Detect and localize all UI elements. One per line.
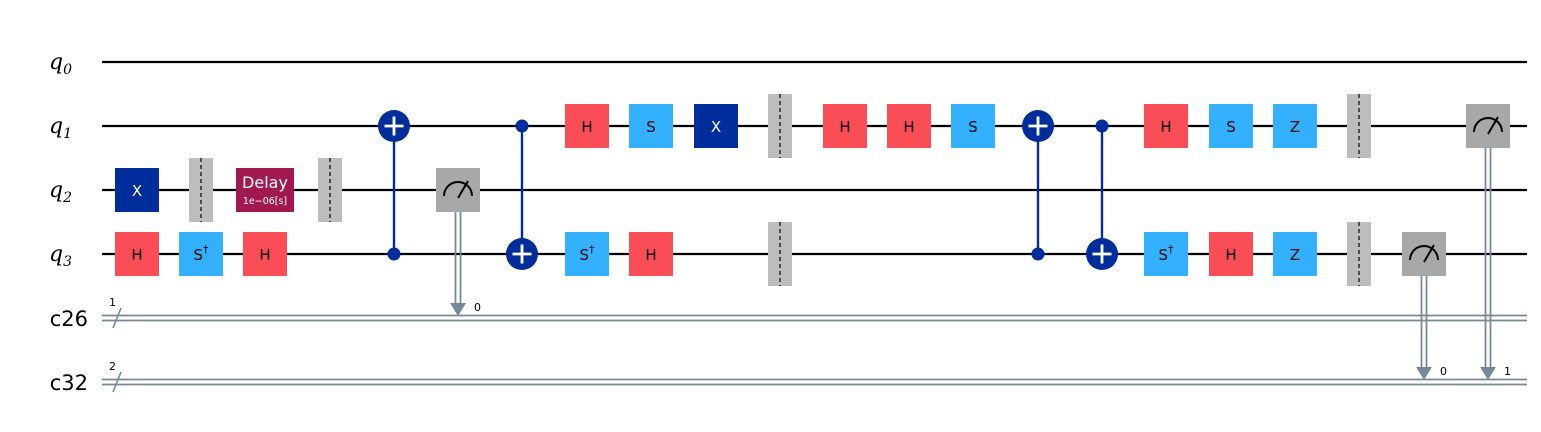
measure-bit-label: 0 xyxy=(1440,365,1447,378)
measure-arrow xyxy=(450,303,466,316)
measure-arrow xyxy=(1416,367,1432,380)
sdg-gate xyxy=(1144,232,1188,276)
measure-bit-label: 1 xyxy=(1504,365,1511,378)
meter-needle xyxy=(1423,244,1435,263)
s-gate xyxy=(951,104,995,148)
qubit-label-3: q3 xyxy=(49,242,72,270)
measure-gate xyxy=(1466,104,1510,148)
sdg-gate xyxy=(179,232,223,276)
connectors-layer: 0 0 1 xyxy=(392,126,1511,380)
delay-label: Delay xyxy=(242,173,288,192)
gate-label: X xyxy=(132,182,142,200)
gate-label: S xyxy=(1226,118,1236,136)
meter-needle xyxy=(1487,116,1499,135)
h-gate xyxy=(565,104,609,148)
elements-layer: X H S† Delay 1e−06[s] H H S† S H X H H S H S† S H Z Z xyxy=(115,94,1510,286)
gate-label: S xyxy=(646,118,656,136)
h-gate xyxy=(629,232,673,276)
h-gate xyxy=(887,104,931,148)
gate-label: H xyxy=(839,118,850,136)
gate-label: S† xyxy=(579,243,595,264)
s-gate xyxy=(1273,232,1317,276)
s-gate xyxy=(1273,104,1317,148)
gate-label: X xyxy=(711,118,721,136)
sdg-gate xyxy=(565,232,609,276)
h-gate xyxy=(115,232,159,276)
gate-label: H xyxy=(903,118,914,136)
gate-label: S xyxy=(968,118,978,136)
gate-label: H xyxy=(581,118,592,136)
gate-label: S† xyxy=(193,243,209,264)
h-gate xyxy=(823,104,867,148)
s-gate xyxy=(1209,104,1253,148)
gate-label: Z xyxy=(1290,246,1300,264)
h-gate xyxy=(1144,104,1188,148)
control-dot xyxy=(1095,119,1109,133)
delay-param: 1e−06[s] xyxy=(243,196,287,207)
qubit-label-1: q1 xyxy=(49,114,72,142)
h-gate xyxy=(1209,232,1253,276)
gate-label: H xyxy=(259,246,270,264)
gate-label: H xyxy=(645,246,656,264)
measure-gate xyxy=(1402,232,1446,276)
x-gate xyxy=(115,168,159,212)
s-gate xyxy=(629,104,673,148)
qubit-label-0: q0 xyxy=(49,50,72,78)
gate-label: S† xyxy=(1158,243,1174,264)
creg-size-0: 1 xyxy=(109,296,116,309)
control-dot xyxy=(387,247,401,261)
control-dot xyxy=(1031,247,1045,261)
gate-label: Z xyxy=(1290,118,1300,136)
gate-label: H xyxy=(1225,246,1236,264)
creg-label-1: c32 xyxy=(50,371,88,395)
meter-icon xyxy=(1473,117,1503,133)
gate-label: H xyxy=(131,246,142,264)
creg-label-0: c26 xyxy=(50,307,88,331)
creg-slash-1 xyxy=(112,371,122,393)
gate-label: H xyxy=(1160,118,1171,136)
h-gate xyxy=(243,232,287,276)
qubit-label-2: q2 xyxy=(49,178,72,206)
x-gate xyxy=(694,104,738,148)
meter-needle xyxy=(457,180,469,199)
measure-arrow xyxy=(1480,367,1496,380)
control-dot xyxy=(515,119,529,133)
creg-size-1: 2 xyxy=(109,360,116,373)
creg-slash-0 xyxy=(112,307,122,329)
measure-bit-label: 0 xyxy=(474,301,481,314)
meter-icon xyxy=(1409,245,1439,261)
delay-gate xyxy=(236,168,294,212)
meter-icon xyxy=(443,181,473,197)
measure-gate xyxy=(436,168,480,212)
